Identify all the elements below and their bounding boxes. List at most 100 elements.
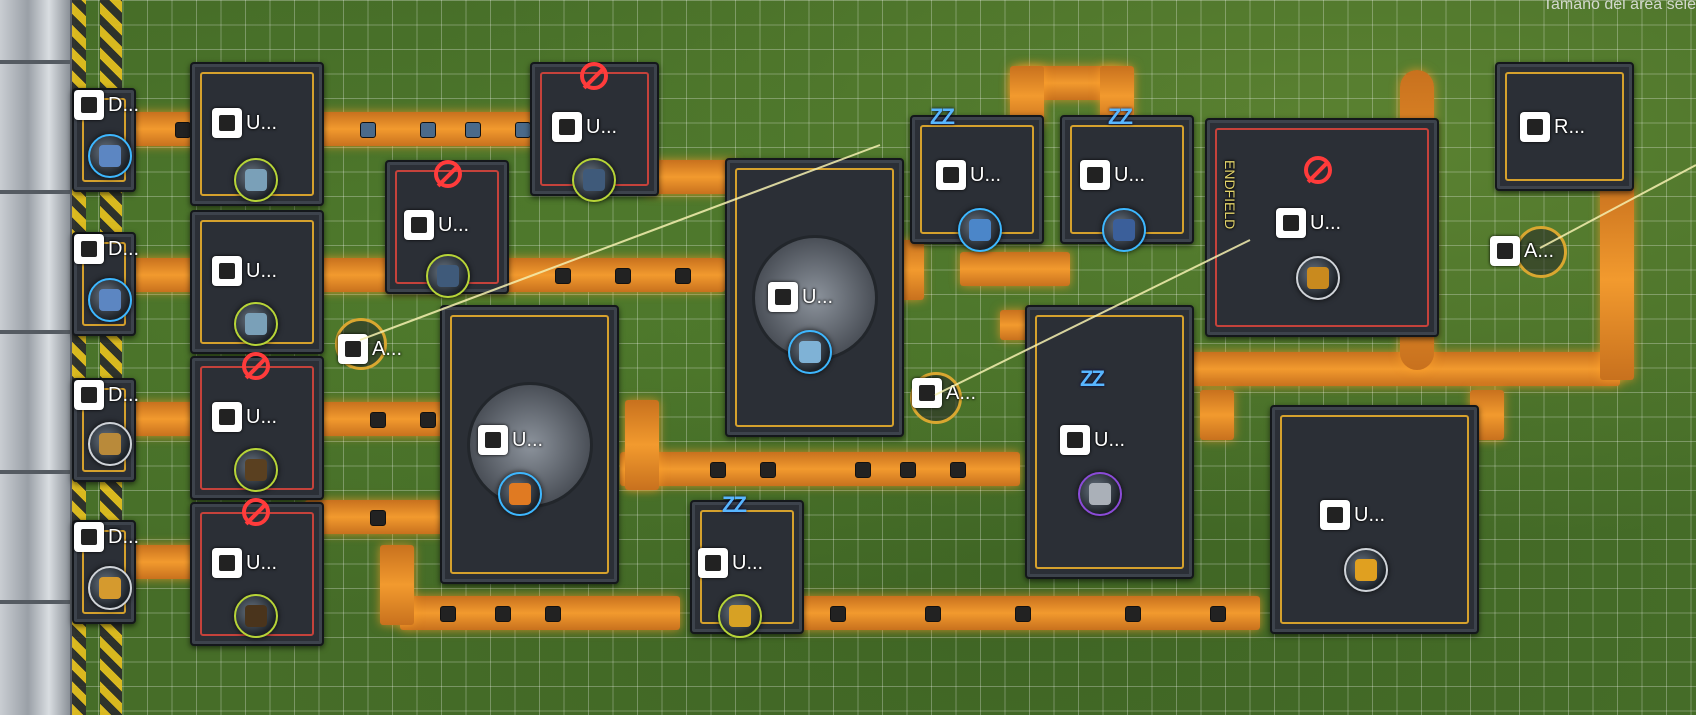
- belt-item: [175, 122, 191, 138]
- depot-label: D...: [74, 234, 139, 264]
- belt-item: [900, 462, 916, 478]
- depot-icon: [74, 90, 104, 120]
- disabled-icon: [580, 62, 608, 90]
- machine-label: U...: [404, 210, 469, 240]
- machine-label: U...: [212, 108, 277, 138]
- disabled-icon: [242, 498, 270, 526]
- belt-item: [925, 606, 941, 622]
- resource-icon: [1344, 548, 1388, 592]
- relay-label: A...: [912, 378, 976, 408]
- crusher-icon: [212, 548, 242, 578]
- belt-item: [545, 606, 561, 622]
- belt-segment[interactable]: [1600, 180, 1634, 380]
- belt-segment[interactable]: [625, 400, 659, 490]
- resource-icon: [234, 302, 278, 346]
- crusher-icon: [404, 210, 434, 240]
- belt-item: [1210, 606, 1226, 622]
- belt-item: [830, 606, 846, 622]
- resource-icon: [88, 134, 132, 178]
- resource-icon: [88, 566, 132, 610]
- belt-item: [370, 510, 386, 526]
- crusher-icon: [212, 402, 242, 432]
- belt-segment[interactable]: [380, 545, 414, 625]
- disabled-icon: [434, 160, 462, 188]
- belt-item: [440, 606, 456, 622]
- smelter-icon: [768, 282, 798, 312]
- belt-item: [1015, 606, 1031, 622]
- machine-label: U...: [552, 112, 617, 142]
- depot-label: D...: [74, 522, 139, 552]
- belt-segment[interactable]: [305, 258, 725, 292]
- relay-icon: [1490, 236, 1520, 266]
- storage-icon: [1520, 112, 1550, 142]
- storage-label: R...: [1520, 112, 1585, 142]
- resource-icon: [1078, 472, 1122, 516]
- crusher-icon: [552, 112, 582, 142]
- relay-label: A...: [338, 334, 402, 364]
- resource-icon: [88, 422, 132, 466]
- refinery-icon: [936, 160, 966, 190]
- machine-label: U...: [1060, 425, 1125, 455]
- resource-icon: [718, 594, 762, 638]
- idle-zzz-icon: ZZ: [722, 492, 747, 517]
- depot-label: D...: [74, 380, 139, 410]
- belt-item: [615, 268, 631, 284]
- belt-item: [1125, 606, 1141, 622]
- machine-label: U...: [212, 548, 277, 578]
- resource-icon: [234, 448, 278, 492]
- belt-item: [555, 268, 571, 284]
- resource-icon: [958, 208, 1002, 252]
- belt-item: [420, 122, 436, 138]
- relay-icon: [338, 334, 368, 364]
- relay-label: A...: [1490, 236, 1554, 266]
- refinery-icon: [212, 256, 242, 286]
- belt-item: [370, 412, 386, 428]
- idle-zzz-icon: ZZ: [930, 104, 955, 129]
- belt-segment[interactable]: [1200, 390, 1234, 440]
- belt-item: [495, 606, 511, 622]
- machine-label: U...: [1320, 500, 1385, 530]
- machine-label: U...: [936, 160, 1001, 190]
- smelter-icon: [478, 425, 508, 455]
- disabled-icon: [1304, 156, 1332, 184]
- factory-wall: [0, 0, 73, 715]
- resource-icon: [234, 158, 278, 202]
- resource-icon: [426, 254, 470, 298]
- packer-icon: [1060, 425, 1090, 455]
- belt-item: [760, 462, 776, 478]
- machine-label: U...: [478, 425, 543, 455]
- belt-item: [360, 122, 376, 138]
- belt-item: [465, 122, 481, 138]
- resource-icon: [572, 158, 616, 202]
- planter-icon: [1276, 208, 1306, 238]
- resource-icon: [234, 594, 278, 638]
- resource-icon: [1296, 256, 1340, 300]
- building-sign: ENDFIELD: [1222, 160, 1238, 230]
- resource-icon: [88, 278, 132, 322]
- belt-item: [950, 462, 966, 478]
- idle-zzz-icon: ZZ: [1080, 366, 1105, 391]
- machine-label: U...: [698, 548, 763, 578]
- depot-label: D...: [74, 90, 139, 120]
- belt-item: [710, 462, 726, 478]
- belt-item: [675, 268, 691, 284]
- machine-label: U...: [768, 282, 833, 312]
- belt-item: [515, 122, 531, 138]
- machine-label: U...: [1080, 160, 1145, 190]
- depot-icon: [74, 522, 104, 552]
- machine-seed-collector[interactable]: [1270, 405, 1479, 634]
- analyzer-icon: [1080, 160, 1110, 190]
- seed-collector-icon: [1320, 500, 1350, 530]
- belt-segment[interactable]: [960, 252, 1070, 286]
- disabled-icon: [242, 352, 270, 380]
- belt-item: [420, 412, 436, 428]
- refinery-icon: [212, 108, 242, 138]
- belt-item: [855, 462, 871, 478]
- crusher-icon: [698, 548, 728, 578]
- idle-zzz-icon: ZZ: [1108, 104, 1133, 129]
- selection-area-hint: Tamaño del área sele: [1543, 0, 1696, 13]
- machine-label: U...: [212, 402, 277, 432]
- machine-planter[interactable]: [1205, 118, 1439, 337]
- depot-icon: [74, 234, 104, 264]
- machine-label: U...: [1276, 208, 1341, 238]
